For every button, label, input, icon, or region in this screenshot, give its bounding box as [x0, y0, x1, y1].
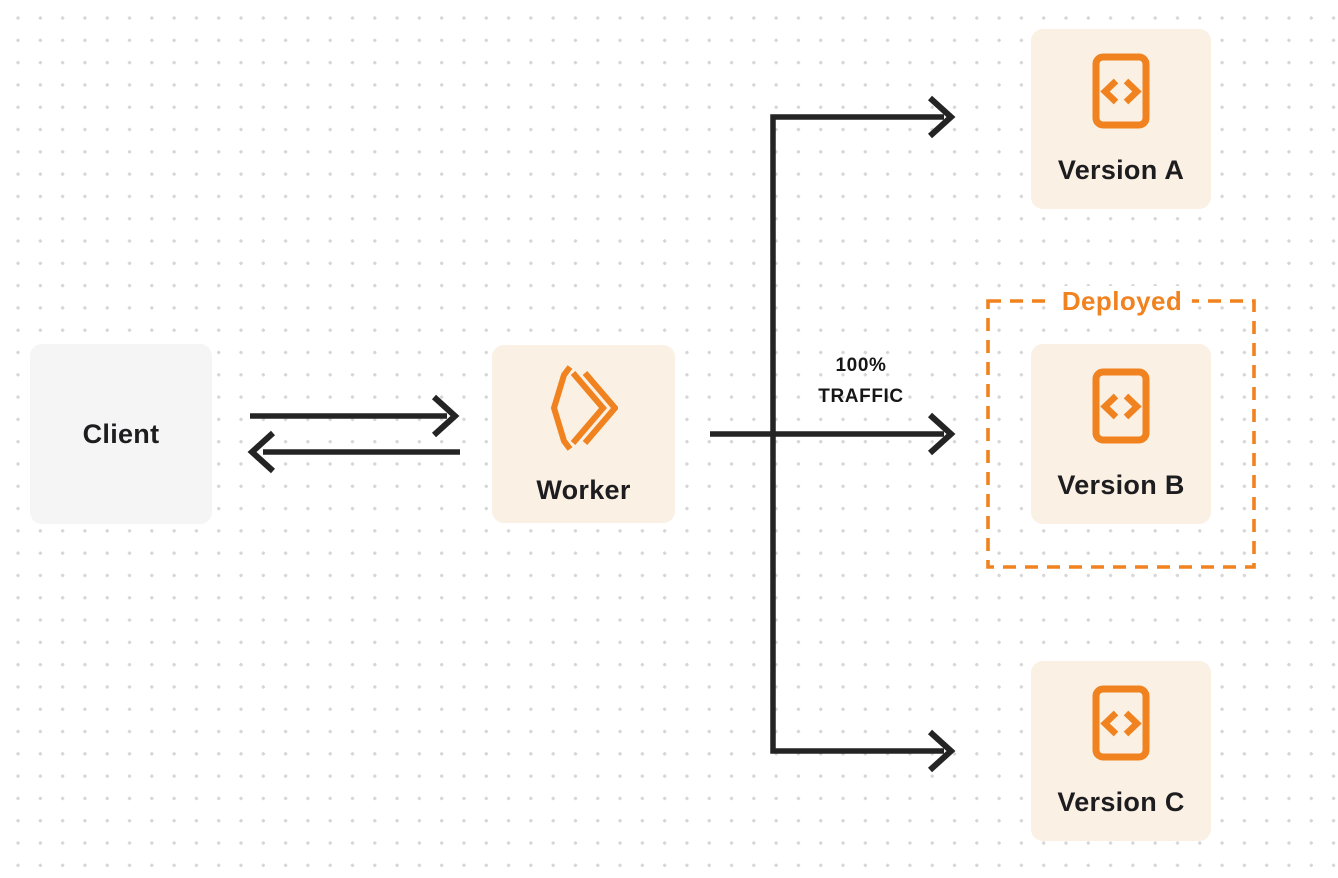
version-c-label: Version C [1057, 787, 1185, 817]
client-label: Client [82, 419, 160, 449]
traffic-edge-label: 100% TRAFFIC [781, 350, 941, 412]
arrowhead-worker-to-client [247, 430, 276, 474]
version-b-label: Version B [1057, 470, 1185, 500]
code-file-icon [1092, 53, 1150, 129]
node-worker: Worker [492, 345, 675, 523]
code-file-icon [1092, 368, 1150, 444]
code-file-icon [1092, 685, 1150, 761]
arrowhead-to-version-b [927, 412, 956, 456]
node-version-c: Version C [1031, 661, 1211, 841]
version-a-label: Version A [1057, 155, 1185, 185]
arrowhead-to-version-a [927, 95, 956, 139]
worker-label: Worker [536, 475, 631, 505]
traffic-word: TRAFFIC [818, 386, 904, 407]
branch-trunk-lines [770, 114, 944, 754]
workers-logo-icon [550, 365, 618, 451]
deployed-badge: Deployed [1051, 286, 1193, 316]
node-version-b: Version B [1031, 344, 1211, 524]
traffic-percent: 100% [835, 355, 887, 376]
node-client: Client [30, 344, 212, 524]
arrowhead-to-version-c [927, 729, 956, 773]
arrowhead-client-to-worker [431, 394, 460, 438]
node-version-a: Version A [1031, 29, 1211, 209]
